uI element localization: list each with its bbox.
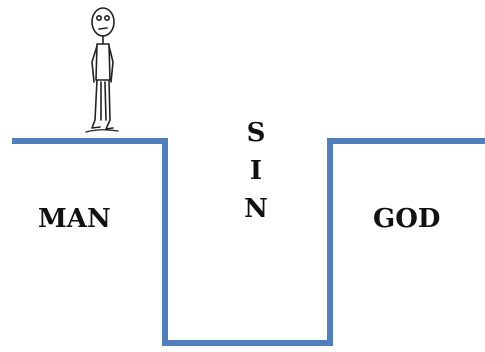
sin-letter-i: I [249,156,263,186]
sin-letter-n: N [244,194,268,224]
sin-label: S I N [240,120,272,222]
man-label: MAN [38,204,111,234]
god-label: GOD [373,204,441,234]
sin-letter-s: S [246,118,266,148]
chasm-path [12,138,485,346]
stick-figure-icon [85,7,119,133]
